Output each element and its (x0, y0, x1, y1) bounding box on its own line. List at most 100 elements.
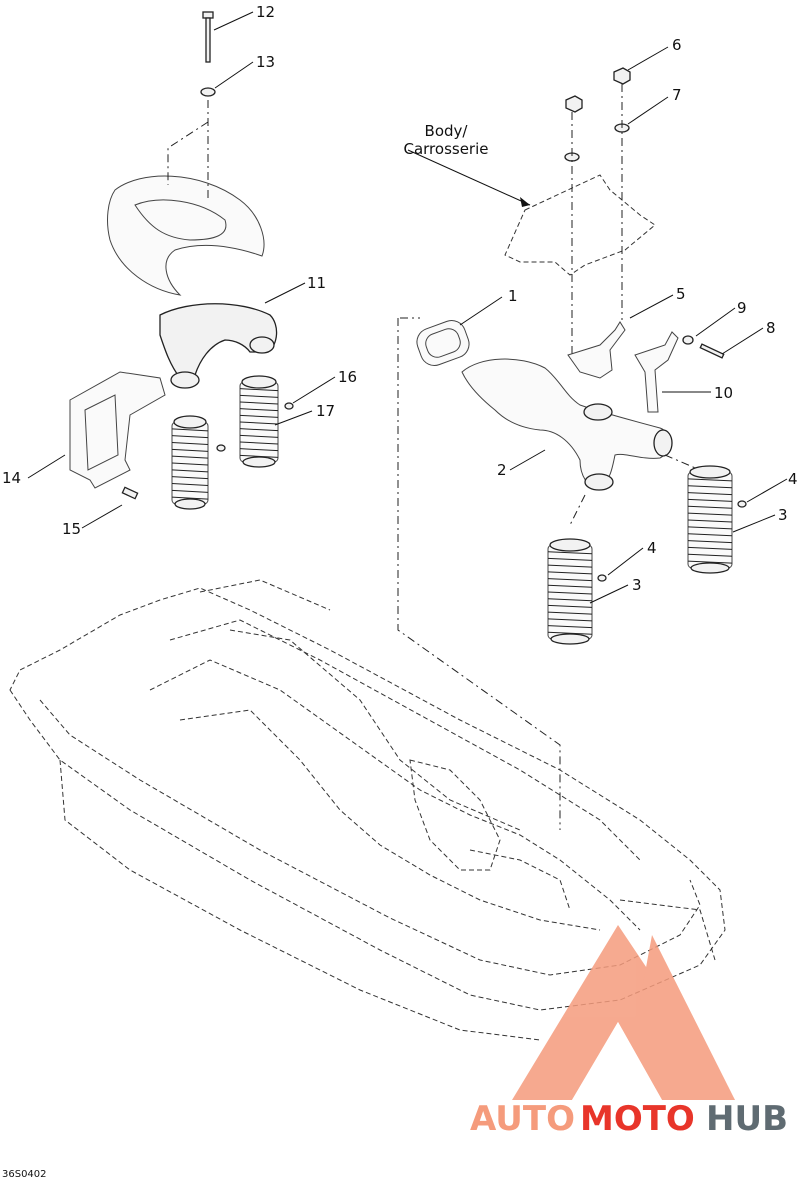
intake-silencer (159, 303, 278, 389)
bracket-5 (567, 321, 626, 379)
bellows-rib (239, 434, 279, 438)
bracket-10 (634, 331, 679, 413)
bellows-rib (171, 455, 209, 459)
screw-4-lower (597, 574, 607, 582)
bellows-top-opening (549, 538, 591, 552)
bellows-bottom-opening (242, 456, 276, 468)
screw-4-upper (737, 500, 747, 508)
bellows-rib (171, 442, 209, 445)
bellows-rib (547, 564, 593, 568)
intake-duct-2 (461, 358, 673, 491)
bellows-rib (687, 498, 733, 502)
callout-13: 13 (256, 53, 275, 71)
callout-3-lower: 3 (632, 576, 642, 594)
bellows-rib (687, 560, 733, 564)
bellows-top-opening (241, 375, 277, 389)
bellows-rib (547, 625, 593, 629)
bellows-rib (239, 441, 279, 445)
bellows-rib (547, 618, 593, 622)
bellows-right-lower (547, 538, 593, 645)
bellows-bottom-opening (550, 633, 590, 645)
bellows-rib (547, 631, 593, 635)
bellows-top-opening (173, 415, 207, 429)
bellows-bottom-opening (174, 498, 206, 510)
callout-11: 11 (307, 274, 326, 292)
bellows-rib (239, 408, 279, 412)
bellows-rib (239, 421, 279, 425)
callout-8: 8 (766, 319, 776, 337)
guide-line-2 (569, 454, 701, 526)
callout-14: 14 (2, 469, 21, 487)
bellows-rib (687, 553, 733, 557)
bellows-rib (239, 428, 279, 432)
automotohub-wordmark: AUTO MOTO HUB (470, 1099, 788, 1139)
bellows-rib (687, 492, 733, 496)
bellows-rib (547, 578, 593, 582)
callout-10: 10 (714, 384, 733, 402)
callout-1: 1 (508, 287, 518, 305)
screw-15 (121, 486, 139, 500)
wordmark-auto: AUTO (470, 1099, 575, 1139)
bellows-bottom-opening (690, 562, 730, 574)
bellows-rib (687, 546, 733, 550)
bellows-left-large (239, 375, 279, 468)
callout-6: 6 (672, 36, 682, 54)
bellows-rib (547, 611, 593, 615)
bellows-rib (687, 540, 733, 544)
callout-4-upper: 4 (788, 470, 798, 488)
figure-code: 36S0402 (2, 1169, 47, 1180)
nut-6-right (613, 67, 631, 85)
body-panel (504, 174, 656, 276)
bellows-rib (687, 485, 733, 489)
screw-8 (699, 343, 725, 359)
leader-lines (27, 11, 788, 604)
callout-numbers: 12 13 11 16 17 14 15 1 2 6 7 5 9 8 10 4 … (2, 3, 798, 1180)
bellows-rib (547, 551, 593, 555)
nut-6-left (565, 95, 583, 113)
guide-line-6 (571, 84, 623, 360)
bellows-rib (171, 469, 209, 473)
logo-triangle-inner (572, 1022, 662, 1100)
bellows-right-upper (687, 465, 733, 574)
bellows-rib (687, 533, 733, 537)
callout-3-upper: 3 (778, 506, 788, 524)
washer-9 (682, 335, 694, 345)
screw-17 (216, 444, 226, 452)
wordmark-hub: HUB (706, 1099, 788, 1139)
bolt-12 (202, 11, 214, 63)
body-label-french: Carrosserie (403, 140, 488, 158)
bellows-rib (171, 496, 209, 500)
bellows-rib (171, 428, 209, 432)
bellows-rib (547, 584, 593, 588)
screw-16 (284, 402, 294, 410)
bellows-rib (687, 519, 733, 523)
bellows-rib (687, 526, 733, 530)
bellows-rib (547, 557, 593, 561)
bellows-rib (687, 478, 733, 482)
wordmark-moto: MOTO (580, 1099, 695, 1139)
guide-line-12 (167, 100, 209, 200)
callout-17: 17 (316, 402, 335, 420)
logo-triangle-right (640, 935, 735, 1100)
intake-shroud (107, 175, 265, 296)
callout-16: 16 (338, 368, 357, 386)
bellows-rib (547, 604, 593, 608)
bellows-rib (547, 591, 593, 595)
bellows-rib (687, 505, 733, 509)
bellows-rib (547, 571, 593, 575)
washer-13 (200, 87, 216, 97)
bellows-rib (239, 394, 279, 398)
bellows-left-small (171, 415, 209, 510)
bellows-rib (239, 388, 279, 392)
bellows-rib (171, 435, 209, 439)
bellows-rib (687, 512, 733, 516)
bellows-rib (171, 489, 209, 493)
bellows-rib (239, 454, 279, 458)
callout-12: 12 (256, 3, 275, 21)
bellows-rib (239, 448, 279, 452)
bellows-rib (171, 462, 209, 466)
gasket-1 (416, 320, 470, 366)
body-label: Body/ (425, 122, 469, 140)
bellows-top-opening (689, 465, 731, 479)
